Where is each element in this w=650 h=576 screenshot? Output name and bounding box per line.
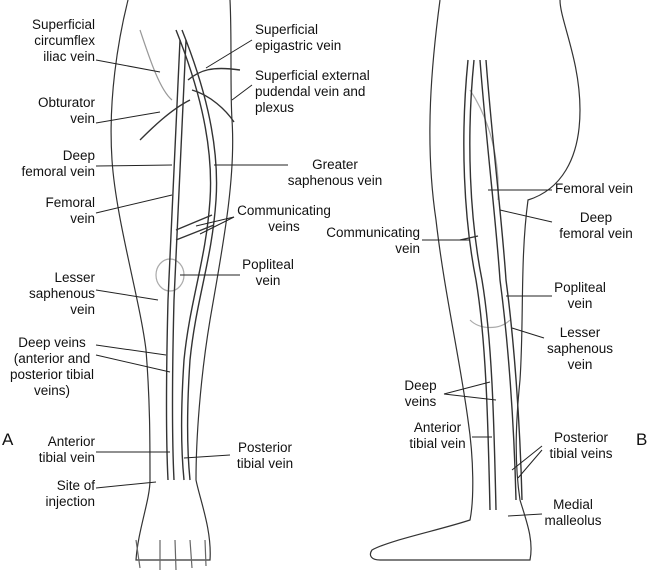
label-posterior-tibial-veins-b: Posterior tibial veins (549, 430, 613, 461)
label-deep-veins-a: Deep veins (anterior and posterior tibia… (9, 335, 95, 398)
label-communicating-veins: Communicating veins (237, 203, 331, 234)
label-lesser-saphenous-vein-a: Lesser saphenous vein (28, 270, 95, 317)
label-deep-veins-b: Deep veins (404, 378, 437, 409)
label-communicating-vein-b: Communicating vein (326, 225, 420, 256)
label-deep-femoral-vein-a: Deep femoral vein (21, 148, 95, 179)
label-superficial-external-pudendal-vein: Superficial external pudendal vein and p… (255, 68, 370, 115)
leg-a-outline (110, 0, 234, 571)
label-site-of-injection: Site of injection (45, 478, 95, 509)
label-popliteal-vein-a: Popliteal vein (242, 257, 294, 288)
leg-b-veins (459, 59, 523, 511)
leg-b-outline (369, 0, 581, 561)
label-superficial-epigastric-vein: Superficial epigastric vein (255, 22, 342, 53)
label-greater-saphenous-vein: Greater saphenous vein (287, 157, 383, 188)
label-femoral-vein-a: Femoral vein (45, 195, 95, 226)
panel-b-letter: B (636, 430, 648, 449)
label-deep-femoral-vein-b: Deep femoral vein (559, 210, 633, 241)
label-obturator-vein: Obturator vein (37, 95, 95, 126)
label-femoral-vein-b: Femoral vein (555, 181, 634, 196)
label-superficial-circumflex-iliac-vein: Superficial circumflex iliac vein (31, 17, 95, 64)
label-anterior-tibial-vein-a: Anterior tibial vein (38, 434, 95, 465)
label-popliteal-vein-b: Popliteal vein (554, 280, 606, 311)
label-lesser-saphenous-vein-b: Lesser saphenous vein (546, 325, 614, 372)
leader-lines (95, 39, 553, 517)
leg-a-veins (139, 29, 241, 481)
label-posterior-tibial-vein-a: Posterior tibial vein (236, 440, 294, 471)
label-anterior-tibial-vein-b: Anterior tibial vein (409, 420, 466, 451)
label-medial-malleolus: Medial malleolus (544, 497, 602, 528)
panel-a-letter: A (2, 430, 14, 449)
